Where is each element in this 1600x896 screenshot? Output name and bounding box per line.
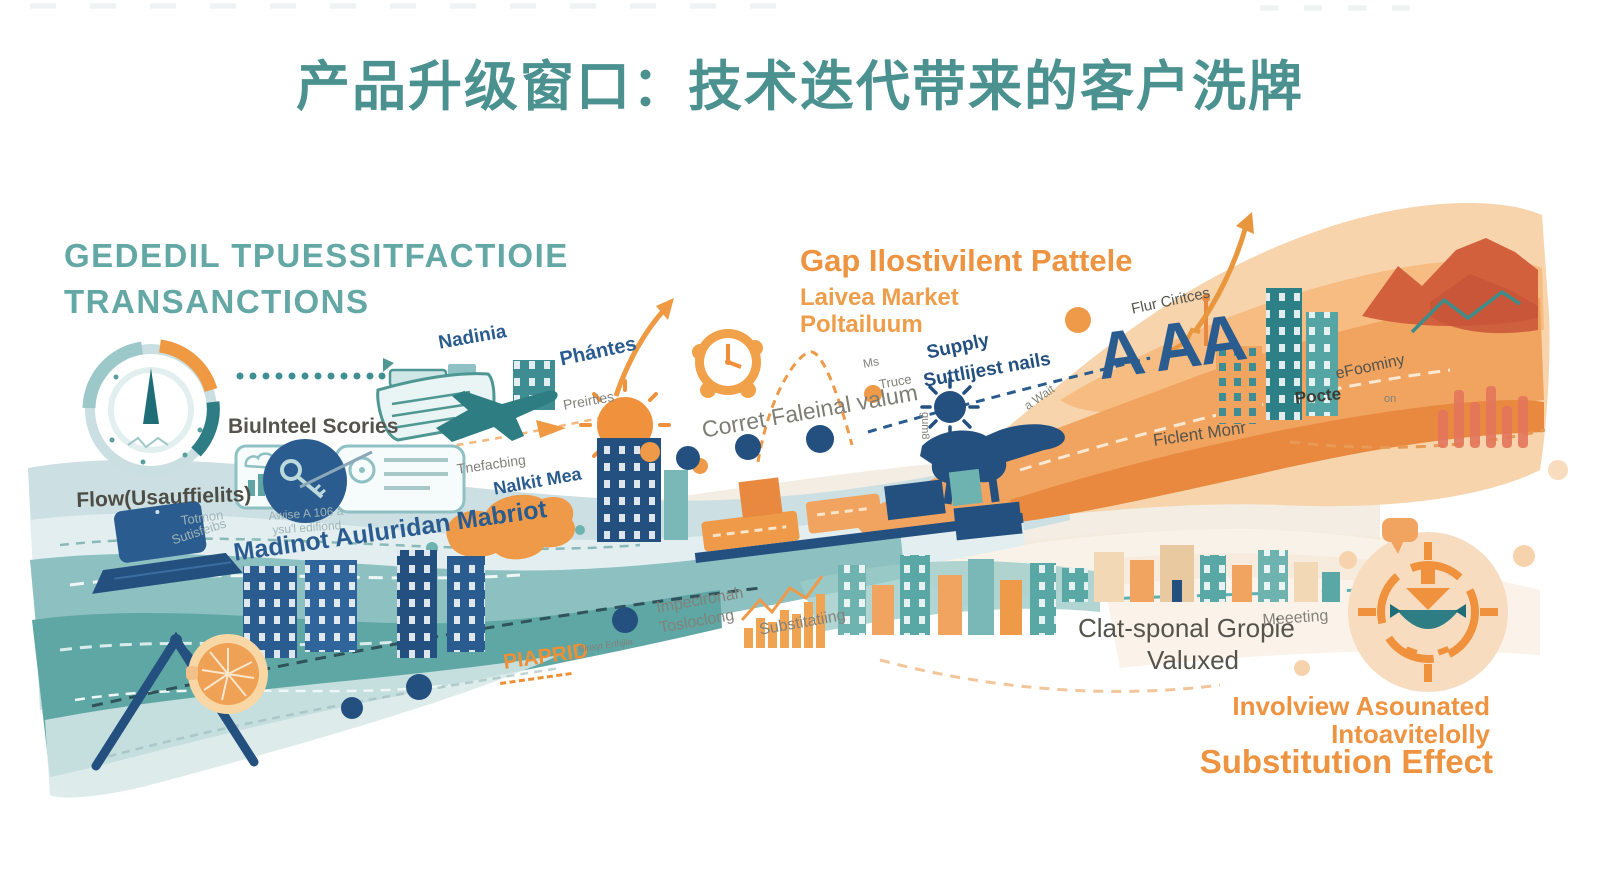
left-heading-line1: GEDEDIL TPUESSITFACTIOIE — [64, 237, 569, 274]
involview-label-2: Intoavitelolly — [1331, 719, 1490, 749]
gear-sketch-icon — [186, 634, 268, 714]
dotted-connector — [236, 372, 386, 380]
growth-arrow-icon — [613, 298, 674, 397]
gap-heading: Gap Ilostivilent Pattele — [800, 243, 1133, 278]
efoom-small: on — [1384, 393, 1397, 405]
zigzag-line-icon — [1410, 289, 1521, 334]
city-left-icons — [243, 550, 485, 658]
spiky-sun-icon — [920, 377, 980, 437]
scatter-dots — [341, 307, 1091, 719]
rotated-small-label: gum8 — [919, 412, 931, 440]
cards-label: Biulnteel Scories — [228, 415, 399, 438]
clat-label-1: Clat-sponal Gropie — [1078, 613, 1295, 643]
gap-subheading-2: Poltailuum — [800, 311, 923, 338]
supply-small-1: Ms — [861, 354, 881, 371]
left-heading-line2: TRANSANCTIONS — [64, 283, 370, 320]
document-card-icon — [334, 444, 466, 514]
decor-blobs — [1294, 460, 1568, 676]
speech-bubble-icon — [1382, 518, 1418, 554]
laptop-icon — [92, 501, 243, 594]
clock-icon — [692, 329, 763, 398]
substitution-label: Substitution Effect — [1199, 743, 1493, 780]
gap-subheading-1: Laivea Market — [800, 284, 959, 311]
city-right-icons — [1202, 288, 1338, 424]
skyline-right-icons — [1062, 545, 1340, 602]
key-circle-icon — [263, 439, 373, 523]
target-icon — [1348, 532, 1508, 692]
train-icon — [694, 468, 1024, 563]
clat-label-2: Valuxed — [1146, 645, 1240, 675]
gauge-icon — [82, 339, 220, 476]
skyline-mid-icons — [838, 555, 1056, 635]
trend-arrow-icon — [1167, 212, 1254, 354]
coral-bars-icon — [1438, 386, 1528, 448]
airplane-icon — [436, 390, 566, 442]
bar-chart-icon — [740, 575, 825, 648]
involview-label-1: Involview Asounated — [1232, 691, 1490, 721]
page-title: 产品升级窗口：技术迭代带来的客户洗牌 — [296, 57, 1304, 117]
